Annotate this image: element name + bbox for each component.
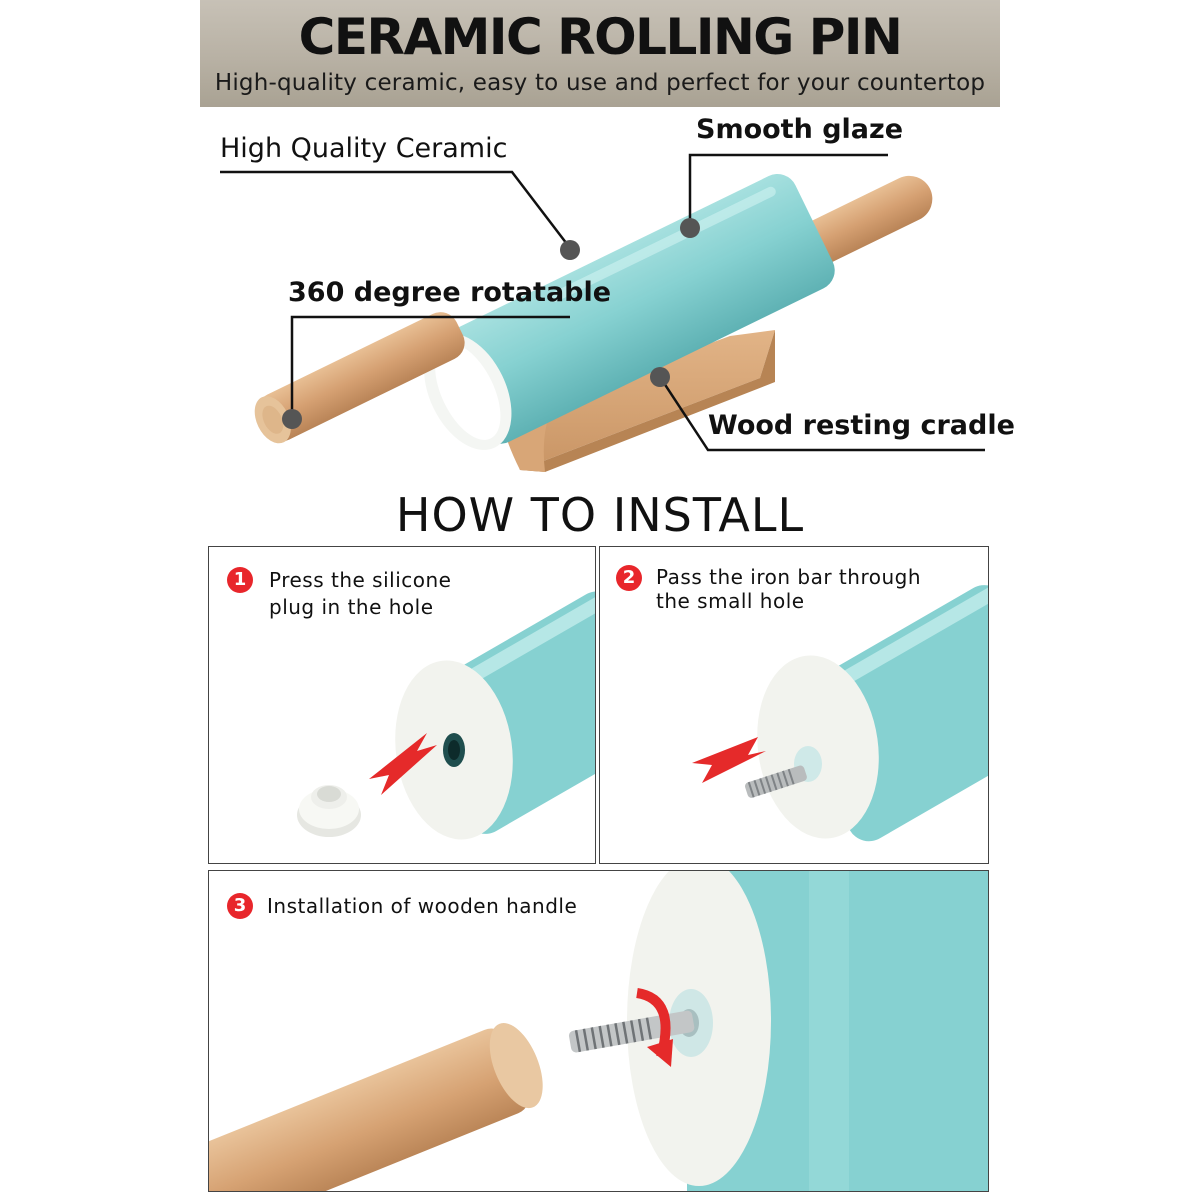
step-1-line-1: Press the silicone — [269, 568, 452, 592]
right-wooden-handle — [792, 175, 933, 268]
step-2-badge: 2 — [616, 565, 642, 591]
step-2-panel: 2 Pass the iron bar through the small ho… — [599, 546, 989, 864]
title-banner: CERAMIC ROLLING PIN High-quality ceramic… — [200, 0, 1000, 107]
callout-high-quality-ceramic: High Quality Ceramic — [220, 133, 508, 164]
step-1-badge: 1 — [227, 567, 253, 593]
step-1-illustration — [297, 591, 595, 840]
step-2-line-1: Pass the iron bar through — [656, 565, 922, 589]
banner-title: CERAMIC ROLLING PIN — [298, 8, 903, 66]
ceramic-barrel-shape — [424, 174, 835, 450]
iron-bar-shape — [745, 765, 807, 798]
how-to-install-title: HOW TO INSTALL — [395, 488, 805, 542]
step-2-illustration — [692, 585, 988, 842]
step-1-line-2: plug in the hole — [269, 595, 434, 619]
step-2-red-arrow — [692, 737, 766, 783]
step-3-line-1: Installation of wooden handle — [267, 894, 578, 918]
callout-leader-lines — [220, 153, 985, 452]
step-2-text: Pass the iron bar through the small hole — [656, 565, 921, 613]
step-3-wooden-handle — [209, 1023, 543, 1191]
step-3-illustration — [209, 871, 988, 1191]
step-3-badge: 3 — [227, 893, 253, 919]
step-1-red-arrow — [369, 733, 437, 795]
banner-subtitle: High-quality ceramic, easy to use and pe… — [214, 70, 986, 96]
callout-dots — [282, 218, 700, 429]
callout-360-rotatable: 360 degree rotatable — [288, 277, 612, 308]
step-1-panel: 1 Press the silicone plug in the hole — [208, 546, 596, 864]
silicone-plug-shape — [297, 785, 361, 837]
callout-smooth-glaze: Smooth glaze — [696, 114, 904, 145]
step-3-text: Installation of wooden handle — [267, 893, 577, 920]
callout-wood-cradle: Wood resting cradle — [708, 410, 1015, 441]
hero-rolling-pin-illustration — [220, 153, 985, 472]
step-2-line-2: the small hole — [656, 589, 805, 613]
left-wooden-handle — [254, 312, 465, 444]
step-3-panel: 3 Installation of wooden handle — [208, 870, 989, 1192]
step-3-barrel-shape — [627, 871, 988, 1191]
step-1-text: Press the silicone plug in the hole — [269, 567, 451, 621]
